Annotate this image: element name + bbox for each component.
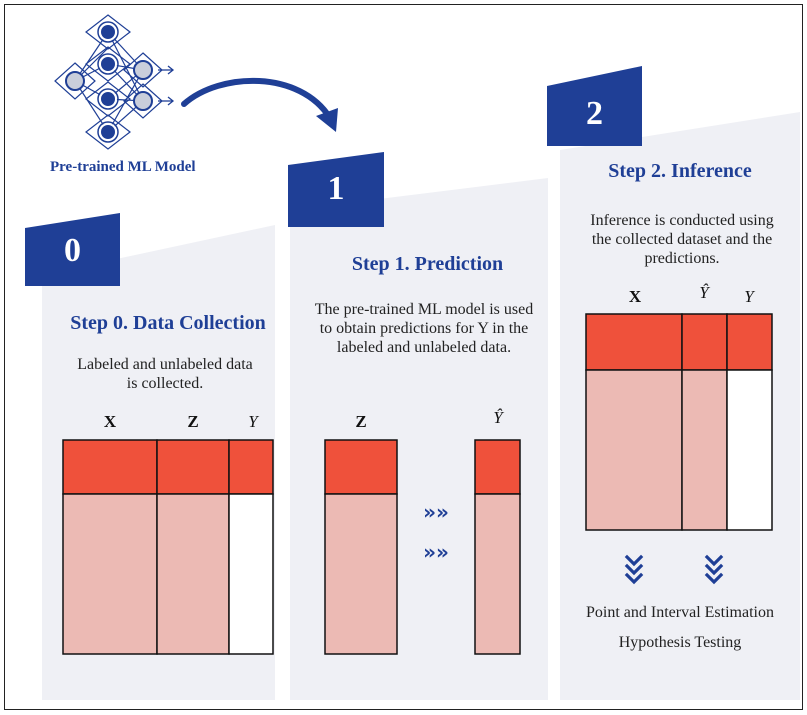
model-output-arrows-icon: [158, 65, 175, 106]
step1-title: Step 1. Prediction: [351, 253, 504, 275]
step0-description: Labeled and unlabeled data is collected.: [77, 356, 253, 393]
step1-number: 1: [327, 170, 345, 207]
step2-col-y: Y: [744, 287, 754, 306]
step2-col-yhat: Ŷ: [699, 283, 709, 302]
model-label: Pre-trained ML Model: [50, 159, 196, 175]
step1-z-table: [324, 439, 398, 655]
output-estimation: Point and Interval Estimation: [586, 604, 774, 621]
output-hypothesis-testing: Hypothesis Testing: [618, 634, 742, 651]
step1-col-z: Z: [355, 412, 367, 431]
step2-badge: [547, 66, 642, 146]
step2-title: Step 2. Inference: [608, 160, 752, 182]
step0-col-x: X: [103, 412, 117, 431]
step1-col-yhat: Ŷ: [493, 408, 503, 427]
step2-table: [585, 313, 773, 531]
step0-col-y: Y: [248, 412, 258, 431]
neural-network-nodes: [65, 21, 153, 143]
step1-arrows-bottom: »»: [423, 540, 449, 564]
step0-table: [62, 439, 274, 655]
figure-frame: [4, 4, 803, 710]
step0-col-z: Z: [187, 412, 199, 431]
step2-number: 2: [586, 95, 603, 132]
step1-description: The pre-trained ML model is used to obta…: [314, 301, 534, 357]
step0-badge: [25, 213, 120, 286]
step2-description: Inference is conducted using the collect…: [590, 212, 774, 268]
curved-arrow-icon: [181, 77, 338, 132]
step1-yhat-table: [474, 439, 521, 655]
step0-title: Step 0. Data Collection: [70, 312, 266, 334]
step2-col-x: X: [628, 287, 642, 306]
step1-badge: [288, 152, 384, 227]
down-chevrons-icon: [624, 554, 724, 585]
step1-arrows-top: »»: [423, 500, 449, 524]
step0-number: 0: [64, 232, 81, 269]
